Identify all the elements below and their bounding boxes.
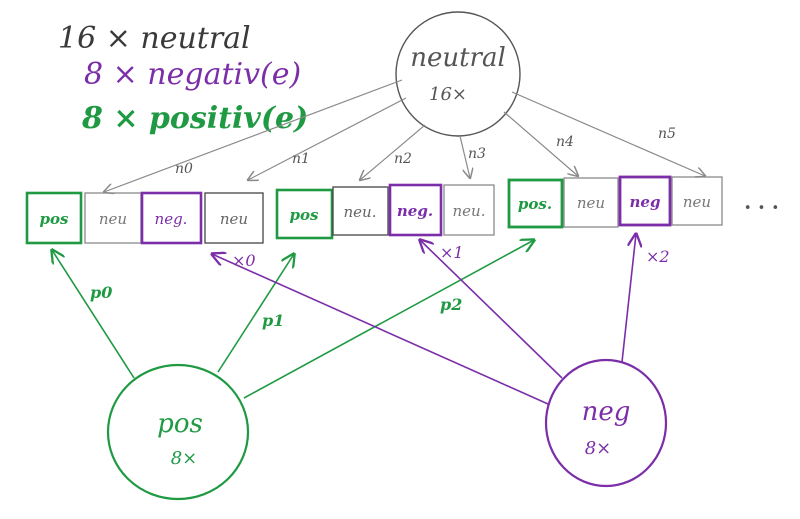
cell-neu [332,186,389,236]
cell-neu [671,176,723,226]
cell-label: neu [577,194,605,212]
neg-circle [544,358,668,488]
slot-group-2: pos neu. neg. neu. [275,183,495,240]
cell-neu [563,177,619,228]
edge-p0 [52,250,135,379]
edge-label-n1: n1 [292,151,310,167]
cell-label: pos. [518,195,552,213]
edge-label-p0: p0 [90,283,112,302]
edge-label-n4: n4 [556,134,574,150]
cell-label: neg [630,193,661,211]
cell-label: neg. [155,210,188,228]
cell-label: pos [290,206,319,224]
legend-neutral: 16 × neutral [58,21,251,56]
edge-label-n3: n3 [468,146,486,162]
cell-pos [25,191,83,245]
neutral-label: neutral [410,43,506,73]
edge-label-n2: n2 [394,151,412,167]
cell-label: pos [40,210,69,228]
cell-label: neu [683,193,711,211]
neg-edges: ×0 ×1 ×2 [212,234,670,405]
edge-n0 [104,79,403,192]
pos-count: 8× [171,448,198,469]
edge-n2 [360,124,426,180]
cell-label: neu [99,210,127,228]
cell-label: neu [220,210,248,228]
edge-label-p1: p1 [262,311,284,330]
cell-pos [275,188,334,240]
cell-label: neu. [453,202,486,220]
edge-n5 [511,91,705,176]
cell-neg [140,191,203,245]
neutral-node: neutral 16× [395,11,521,137]
pos-node: pos 8× [106,363,250,501]
edge-label-n0: n0 [175,161,193,177]
cell-neg [618,175,672,227]
cell-label: neu. [344,203,377,221]
edge-label-x2: ×2 [646,247,670,266]
continuation-ellipsis: • • • [744,201,780,216]
edge-label-x1: ×1 [440,243,464,262]
neg-node: neg 8× [544,358,668,488]
legend: 16 × neutral 8 × negativ(e) 8 × positiv(… [58,21,308,136]
edge-x2 [621,234,636,363]
edge-p2 [243,240,534,399]
cell-neu [443,184,495,236]
edge-n4 [503,111,578,176]
slot-group-1: pos neu neg. neu [25,191,264,245]
edge-label-x0: ×0 [232,251,256,270]
legend-positive: 8 × positiv(e) [81,101,308,136]
edge-label-p2: p2 [440,295,462,314]
neg-count: 8× [585,438,612,459]
slot-group-3: pos. neu neg neu [507,175,723,229]
neutral-count: 16× [429,84,467,105]
edge-x1 [420,240,563,379]
pos-label: pos [157,409,203,439]
neutral-circle [395,11,521,137]
neutral-edges: n0 n1 n2 n3 n4 n5 [104,79,705,192]
cell-neg [388,183,443,237]
cell-neu [204,192,264,244]
edge-n1 [248,97,407,180]
neg-label: neg [582,397,631,427]
edge-p1 [217,254,294,373]
cell-pos [507,178,564,229]
edge-n3 [459,135,470,178]
edge-x0 [212,254,549,405]
pos-edges: p0 p1 p2 [52,240,534,399]
edge-label-n5: n5 [658,126,676,142]
pos-circle [106,363,250,501]
cell-label: neg. [397,202,433,220]
legend-negative: 8 × negativ(e) [84,57,301,92]
